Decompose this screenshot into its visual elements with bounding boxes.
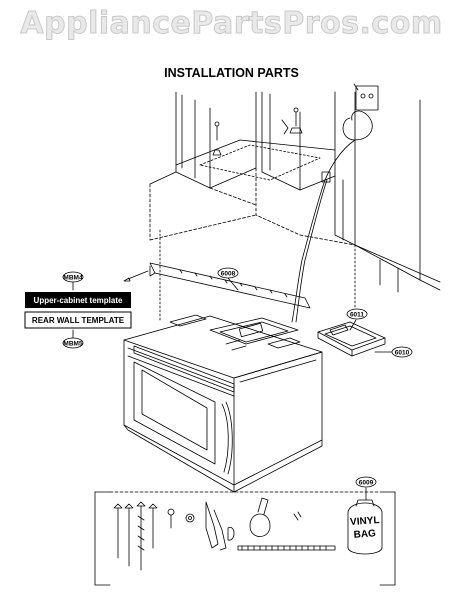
cabinet-screws: [212, 107, 303, 156]
callout-6011: 6011: [346, 308, 368, 320]
power-cord: [291, 83, 379, 323]
callout-6010: 6010: [391, 346, 413, 358]
upper-cabinet-template: Upper-cabinet template: [25, 292, 131, 308]
exhaust-adapter-drawing: [317, 321, 386, 357]
callout-6008: 6008: [217, 267, 239, 279]
callout-mbm5-label: MBM5: [63, 341, 83, 348]
callout-6008-label: 6008: [221, 271, 236, 278]
callout-6009: 6009: [355, 476, 377, 488]
rear-wall-template-label: REAR WALL TEMPLATE: [32, 316, 125, 325]
callout-6010-label: 6010: [395, 350, 410, 357]
microwave-drawing: [123, 314, 323, 493]
callout-mbm4-label: MBM4: [63, 275, 83, 282]
callout-6011-label: 6011: [350, 312, 364, 319]
hardware-group: [94, 491, 396, 586]
rear-wall-template: REAR WALL TEMPLATE: [24, 311, 132, 329]
upper-cabinet-drawing: [149, 91, 441, 321]
mounting-plate-drawing: [123, 262, 311, 309]
callout-6009-label: 6009: [359, 480, 374, 487]
callout-mbm5: MBM5: [62, 337, 84, 349]
diagram-title: INSTALLATION PARTS: [164, 66, 299, 80]
leader-lines: [72, 277, 393, 501]
upper-cabinet-template-label: Upper-cabinet template: [34, 296, 123, 305]
watermark-text: AppliancePartsPros.com: [20, 6, 443, 42]
vinyl-bag-line1: VINYL: [350, 515, 380, 528]
vinyl-bag-line2: BAG: [353, 528, 376, 541]
callout-mbm4: MBM4: [62, 271, 84, 283]
